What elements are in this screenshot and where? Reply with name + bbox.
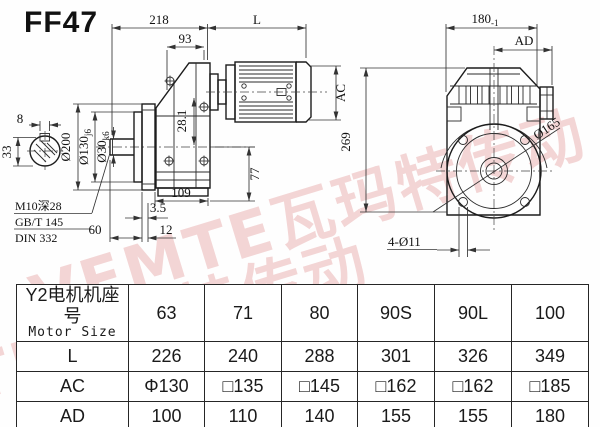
cell: □162: [434, 371, 512, 403]
cell: 140: [281, 401, 358, 427]
motor-size-header: Y2电机机座号 Motor Size: [16, 283, 129, 343]
cell: □162: [357, 371, 435, 403]
svg-text:M10深28: M10深28: [15, 199, 62, 213]
dimension-dia200: Ø200: [58, 103, 142, 191]
col-90L: 90L: [434, 283, 512, 343]
svg-text:DIN 332: DIN 332: [15, 231, 57, 245]
table-row-header: Y2电机机座号 Motor Size 63 71 80 90S 90L 100: [16, 283, 589, 343]
dimension-93: 93: [166, 31, 205, 90]
svg-text:Ø165: Ø165: [530, 114, 562, 142]
cell: 301: [357, 341, 435, 373]
motor: [206, 61, 327, 123]
dimension-218: 218: [111, 12, 208, 135]
cell: 226: [128, 341, 205, 373]
cell: 288: [281, 341, 358, 373]
output-flange: [133, 103, 156, 191]
svg-text:4-Ø11: 4-Ø11: [388, 234, 421, 249]
cell: 155: [434, 401, 512, 427]
dimension-180: 180-1: [445, 11, 538, 92]
dimension-key-depth: 33: [0, 137, 36, 167]
svg-text:28.1: 28.1: [174, 110, 189, 133]
cell: Φ130: [128, 371, 205, 403]
table-row-L: L 226 240 288 301 326 349: [16, 341, 589, 373]
svg-text:33: 33: [0, 146, 14, 159]
dimension-109: 109: [154, 185, 209, 206]
svg-text:269: 269: [338, 132, 353, 152]
dimension-3-5: 3.5: [125, 192, 168, 242]
dimension-dia130: Ø130j6: [76, 111, 134, 183]
housing-front: [440, 67, 554, 216]
dimension-269: 269: [338, 67, 465, 213]
dimension-60: 60: [89, 160, 142, 242]
row-label-AD: AD: [16, 401, 129, 427]
col-100: 100: [511, 283, 589, 343]
svg-text:GB/T 145: GB/T 145: [15, 215, 63, 229]
dimension-12: 12: [148, 222, 176, 241]
cell: □145: [281, 371, 358, 403]
bolt-symbol: [198, 155, 210, 167]
svg-text:AC: AC: [333, 84, 348, 102]
cell: 155: [357, 401, 435, 427]
svg-text:8: 8: [17, 111, 24, 126]
dimension-28-1: 28.1: [174, 98, 197, 145]
svg-text:93: 93: [179, 31, 192, 46]
dimension-77: 77: [210, 146, 262, 202]
svg-text:Ø200: Ø200: [58, 133, 73, 162]
cell: □135: [204, 371, 282, 403]
dimension-dia30: Ø30k6: [94, 127, 116, 167]
dimension-AC: AC: [309, 65, 348, 121]
bolt-symbol: [164, 75, 176, 87]
cell: 326: [434, 341, 512, 373]
dimension-table: Y2电机机座号 Motor Size 63 71 80 90S 90L 100 …: [16, 283, 589, 427]
shaft-end-view: [27, 131, 63, 170]
bolt-symbol: [198, 101, 210, 113]
row-label-AC: AC: [16, 371, 129, 403]
cell: 110: [204, 401, 282, 427]
motor-fins: [239, 65, 293, 119]
col-90S: 90S: [357, 283, 435, 343]
technical-drawing: 8 33: [0, 11, 563, 257]
side-view: 8 33: [0, 12, 348, 245]
svg-text:218: 218: [149, 12, 169, 27]
svg-text:109: 109: [171, 185, 191, 200]
svg-text:AD: AD: [515, 33, 534, 48]
svg-text:60: 60: [89, 222, 102, 237]
table-row-AC: AC Φ130 □135 □145 □162 □162 □185: [16, 371, 589, 403]
cell: □185: [511, 371, 589, 403]
svg-text:3.5: 3.5: [150, 200, 166, 215]
dimension-bolt-holes: 4-Ø11: [387, 207, 490, 257]
col-80: 80: [281, 283, 358, 343]
row-label-L: L: [16, 341, 129, 373]
svg-text:Ø30k6: Ø30k6: [94, 131, 111, 163]
dimension-L: L: [207, 12, 307, 58]
svg-text:Ø130j6: Ø130j6: [76, 129, 93, 165]
bolt-symbol: [163, 155, 175, 167]
page-title: FF47: [24, 6, 99, 39]
front-view: 180-1 AD 269 Ø165: [338, 11, 563, 257]
col-71: 71: [204, 283, 282, 343]
cell: 240: [204, 341, 282, 373]
motor-size-header-cn: Y2电机机座号: [25, 285, 120, 326]
svg-text:12: 12: [160, 222, 173, 237]
tap-hole-note: M10深28 GB/T 145 DIN 332: [14, 152, 111, 245]
cooling-ribs: [458, 85, 531, 105]
svg-text:77: 77: [247, 167, 262, 181]
cell: 180: [511, 401, 589, 427]
output-flange-front: [436, 46, 552, 233]
dimension-AD: AD: [494, 33, 553, 85]
table-row-AD: AD 100 110 140 155 155 180: [16, 401, 589, 427]
gearbox-housing: [155, 62, 211, 197]
cell: 349: [511, 341, 589, 373]
col-63: 63: [128, 283, 205, 343]
svg-text:L: L: [253, 12, 261, 27]
cell: 100: [128, 401, 205, 427]
svg-text:180-1: 180-1: [472, 11, 499, 28]
dimension-key-width: 8: [17, 111, 61, 131]
motor-size-header-en: Motor Size: [28, 325, 117, 341]
